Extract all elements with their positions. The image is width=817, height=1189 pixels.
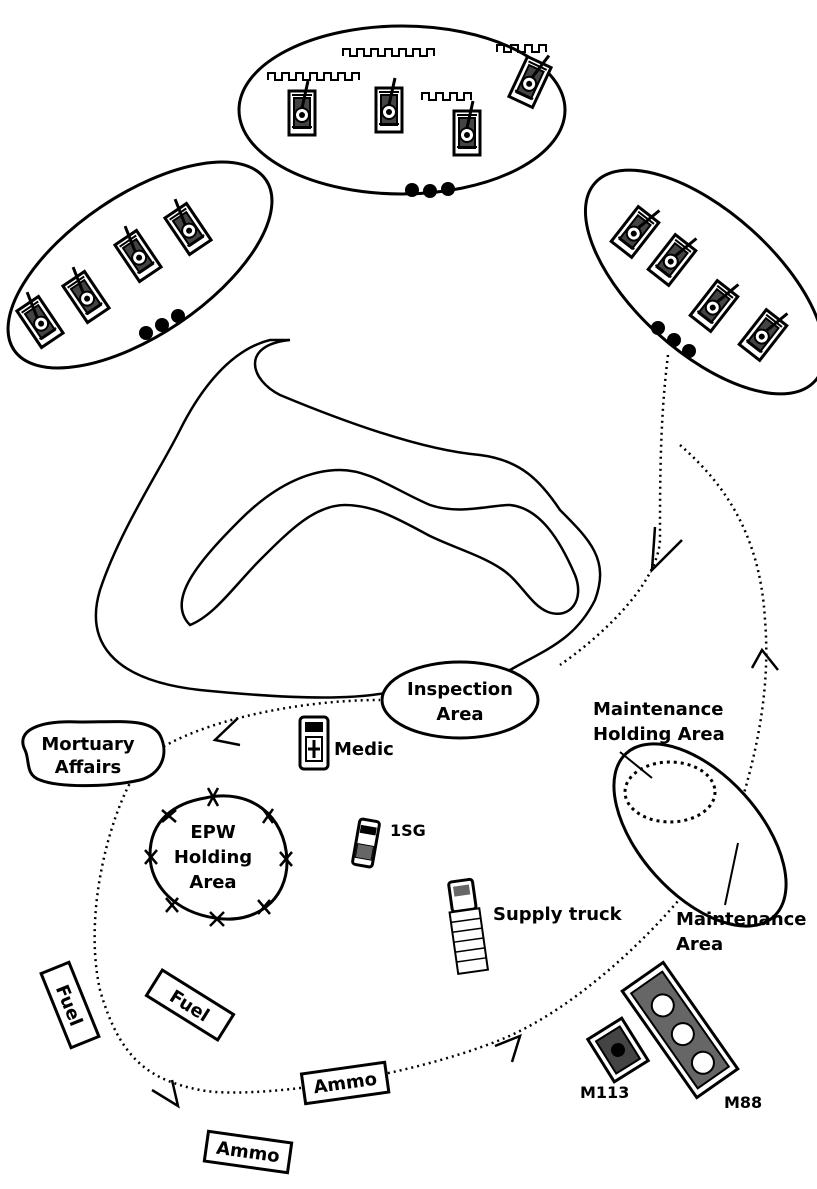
tank-icon [739,302,793,361]
tank-icon [509,48,555,108]
tank-position-left [0,122,305,408]
epw-holding-area: EPW Holding Area [145,788,292,926]
tank-icon [376,78,402,132]
ambulance-icon [300,717,328,769]
epw-label-line1: EPW [190,822,235,843]
tank-icon [454,101,480,155]
jeep-icon [352,819,380,868]
ammo-point-2: Ammo [204,1131,291,1172]
first-sergeant: 1SG [352,819,426,868]
supply-truck-label: Supply truck [493,904,623,925]
epw-label-line3: Area [189,872,236,893]
apc-icon [588,1018,648,1082]
fuel-point-2: Fuel [146,970,233,1040]
supply-truck: Supply truck [445,879,622,974]
inspection-area: Inspection Area [382,662,538,738]
tank-icon [11,288,63,347]
tank-icon [648,227,702,286]
tank-icon [690,273,744,332]
maintenance-area-label-line1: Maintenance [676,909,807,930]
recovery-vehicle-icon [622,962,738,1097]
m88: M88 [622,962,762,1112]
mortuary-affairs-label-line1: Mortuary [41,734,135,755]
m113-label: M113 [580,1083,629,1102]
terrain-contours [96,340,600,698]
maintenance-holding-label-line1: Maintenance [593,699,724,720]
epw-label-line2: Holding [174,847,252,868]
tank-icon [289,81,315,135]
tank-position-top [239,26,565,198]
inspection-area-label-line1: Inspection [407,679,513,700]
tank-icon [109,222,161,281]
mortuary-affairs-label-line2: Affairs [55,757,121,778]
fuel-point-1: Fuel [41,962,99,1047]
maintenance-area-label-line2: Area [676,934,723,955]
medic: Medic [300,717,394,769]
m88-label: M88 [724,1093,762,1112]
m113: M113 [580,1018,648,1102]
inspection-area-label-line2: Area [436,704,483,725]
truck-icon [445,879,488,974]
ammo-point-1: Ammo [301,1062,388,1103]
tank-icon [611,199,665,258]
tank-icon [159,195,211,254]
mortuary-affairs: Mortuary Affairs [23,722,164,786]
tank-icon [57,263,109,322]
medic-label: Medic [334,739,394,760]
maintenance-holding-label-line2: Holding Area [593,724,725,745]
first-sergeant-label: 1SG [390,821,426,840]
tank-position-right [548,131,817,433]
